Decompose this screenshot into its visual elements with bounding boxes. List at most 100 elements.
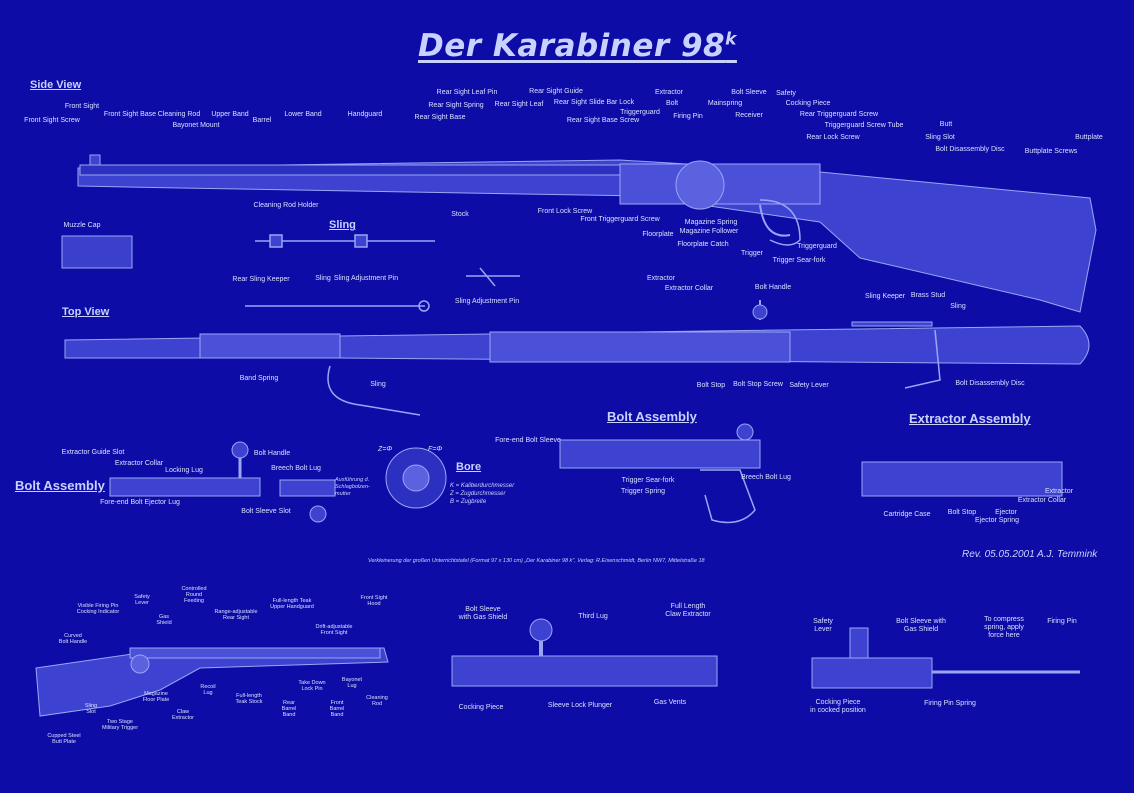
label-firing-pin-spring: Firing Pin Spring — [924, 700, 976, 707]
label-claw-extractor: Claw Extractor — [171, 709, 195, 721]
bolt-assembly-left-drawing — [109, 441, 336, 523]
label-rear-sight-spring: Rear Sight Spring — [428, 102, 484, 109]
bore-mark-z: Z=Φ — [378, 446, 393, 453]
label-bolt-sleeve-slot: Bolt Sleeve Slot — [241, 508, 291, 515]
label-top-brass-stud: Brass Stud — [910, 292, 946, 299]
label-bayonet-lug: Bayonet Lug — [341, 677, 363, 689]
label-sling: Sling — [315, 275, 331, 282]
label-top-bolt-handle: Bolt Handle — [754, 284, 792, 291]
label-sleeve-lock-plunger: Sleeve Lock Plunger — [547, 702, 613, 709]
label-cleaning-rod-holder: Cleaning Rod Holder — [253, 202, 319, 209]
label-ejector-spring: Ejector Spring — [975, 517, 1019, 524]
label-bl-cleaning-rod: Cleaning Rod — [366, 695, 388, 707]
label-lower-band: Lower Band — [284, 111, 322, 118]
page-title: Der Karabiner 98k — [418, 28, 737, 64]
label-sling-adjustment-pin: Sling Adjustment Pin — [333, 275, 399, 282]
publisher-credit: Verkleinerung der großen Unterrichtstafe… — [368, 558, 705, 564]
label-br-bolt-sleeve-gas-shield: Bolt Sleeve with Gas Shield — [896, 618, 946, 633]
muzzle-cap-drawing — [61, 235, 133, 269]
label-gas-vents: Gas Vents — [653, 699, 687, 706]
label-upper-band: Upper Band — [211, 111, 249, 118]
side-view-rifle — [77, 154, 1097, 313]
label-range-adjustable-rear-sight: Range-adjustable Rear Sight — [214, 609, 258, 621]
label-teak-stock: Full-length Teak Stock — [235, 693, 263, 705]
sling-drawing — [245, 234, 520, 312]
section-bolt-assembly-left: Bolt Assembly — [15, 478, 105, 493]
label-trigger-sear-fork: Trigger Sear-fork — [772, 257, 826, 264]
label-floorplate: Floorplate — [642, 231, 674, 238]
label-bolt-extractor-collar: Extractor Collar — [114, 460, 164, 467]
label-sling-slot: Sling Slot — [925, 134, 955, 141]
label-cupped-steel-butt-plate: Cupped Steel Butt Plate — [47, 733, 81, 745]
label-front-sight-base: Front Sight Base — [103, 111, 157, 118]
label-rear-barrel-band: Rear Barrel Band — [281, 700, 297, 718]
label-bolt-handle: Bolt Handle — [253, 450, 291, 457]
label-take-down-lock-pin: Take Down Lock Pin — [298, 680, 326, 692]
label-locking-lug: Locking Lug — [165, 467, 203, 474]
label-extractor-extractor: Extractor — [1044, 488, 1074, 495]
label-bl-sling-slot: Sling Slot — [84, 703, 98, 715]
label-extractor-bolt-stop: Bolt Stop — [947, 509, 977, 516]
label-extractor-collar: Extractor Collar — [1017, 497, 1067, 504]
label-compress-spring-note: To compress spring, apply force here — [984, 616, 1024, 639]
label-third-lug: Third Lug — [578, 613, 608, 620]
label-teak-upper-handguard: Full-length Teak Upper Handguard — [270, 598, 314, 610]
label-top-extractor-collar: Extractor Collar — [664, 285, 714, 292]
label-center-breech-bolt-lug: Breech Bolt Lug — [741, 474, 791, 481]
label-drift-adjustable-front-sight: Drift-adjustable Front Sight — [315, 624, 353, 636]
label-trigger-spring: Trigger Spring — [620, 488, 666, 495]
label-top-bolt-disassembly-disc: Bolt Disassembly Disc — [955, 380, 1025, 387]
label-bayonet-mount: Bayonet Mount — [172, 122, 220, 129]
label-front-barrel-band: Front Barrel Band — [329, 700, 345, 718]
label-ejector: Ejector — [995, 509, 1017, 516]
label-br-cocking-piece: Cocking Piece in cocked position — [810, 699, 866, 714]
label-rear-triggerguard-screw: Rear Triggerguard Screw — [799, 111, 879, 118]
label-cocking-piece: Cocking Piece — [785, 100, 831, 107]
label-handguard: Handguard — [347, 111, 383, 118]
label-top-bolt-stop-screw: Bolt Stop Screw — [733, 381, 783, 388]
label-safety: Safety — [776, 90, 796, 97]
label-triggerguard-screw-tube: Triggerguard Screw Tube — [824, 122, 904, 129]
bottom-rifle — [35, 647, 389, 717]
label-triggerguard-top: Triggerguard — [620, 109, 660, 116]
label-extractor-guide-slot: Extractor Guide Slot — [61, 449, 125, 456]
label-rear-sight-base: Rear Sight Base — [414, 114, 466, 121]
label-firing-pin: Firing Pin — [673, 113, 703, 120]
label-bl-gas-shield: Gas Shield — [156, 614, 172, 626]
label-triggerguard-bottom: Triggerguard — [797, 243, 837, 250]
label-rear-sight-guide: Rear Sight Guide — [529, 88, 583, 95]
section-side-view: Side View — [30, 79, 82, 91]
label-floorplate-catch: Floorplate Catch — [677, 241, 729, 248]
label-band-spring: Band Spring — [239, 375, 279, 382]
label-top-sling-lower: Sling — [370, 381, 386, 388]
label-fore-end-bolt-sleeve: Fore-end Bolt Sleeve — [495, 437, 561, 444]
label-front-triggerguard-screw: Front Triggerguard Screw — [580, 216, 660, 223]
section-bolt-assembly-center: Bolt Assembly — [607, 409, 697, 424]
label-magazine-floor-plate: Magazine Floor Plate — [142, 691, 170, 703]
label-cartridge-case: Cartridge Case — [883, 511, 931, 518]
section-sling: Sling — [329, 219, 356, 231]
label-rear-sight-leaf: Rear Sight Leaf — [494, 101, 544, 108]
label-bolt: Bolt — [665, 100, 679, 107]
label-controlled-round-feeding: Controlled Round Feeding — [181, 586, 207, 604]
section-extractor-assembly: Extractor Assembly — [909, 411, 1031, 426]
label-full-length-claw-extractor: Full Length Claw Extractor — [665, 603, 711, 618]
bolt-assembly-center-drawing — [559, 423, 761, 524]
label-trigger: Trigger — [741, 250, 763, 257]
label-front-sight-hood: Front Sight Hood — [360, 595, 388, 607]
label-magazine-spring: Magazine Spring — [684, 219, 738, 226]
label-center-trigger-sear-fork: Trigger Sear-fork — [621, 477, 675, 484]
label-magazine-follower: Magazine Follower — [679, 228, 739, 235]
label-bl-safety-lever: Safety Lever — [134, 594, 150, 606]
label-rear-lock-screw: Rear Lock Screw — [806, 134, 860, 141]
bottom-firing-pin-drawing — [811, 627, 1080, 689]
label-visible-firing-pin: Visible Firing Pin Cocking Indicator — [76, 603, 120, 615]
label-breech-bolt-lug-left: Breech Bolt Lug — [271, 465, 321, 472]
label-bc-cocking-piece: Cocking Piece — [458, 704, 504, 711]
label-fore-end-bolt-ejector-lug: Fore-end Bolt Ejector Lug — [100, 499, 180, 506]
label-two-stage-trigger: Two Stage Military Trigger — [101, 719, 139, 731]
label-recoil-lug: Recoil Lug — [200, 684, 216, 696]
bore-drawing — [385, 447, 447, 509]
label-rear-sight-leaf-pin: Rear Sight Leaf Pin — [436, 89, 498, 96]
